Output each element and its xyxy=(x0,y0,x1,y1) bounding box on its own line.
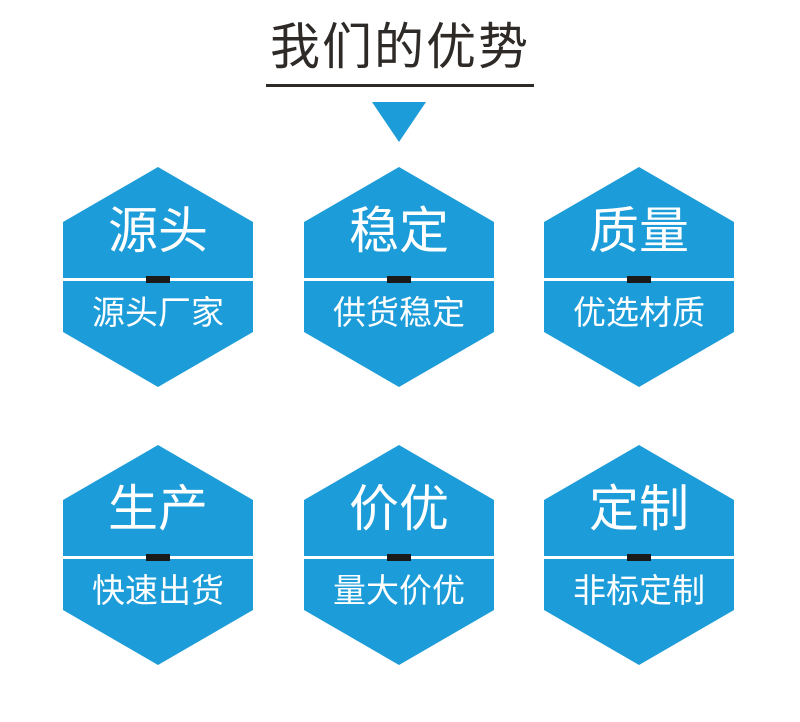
title-area: 我们的优势 xyxy=(0,14,800,87)
feature-subtitle: 供货稳定 xyxy=(333,293,465,332)
feature-title: 源头 xyxy=(108,202,208,260)
feature-subtitle: 量大价优 xyxy=(333,571,465,610)
hexagon-shape xyxy=(304,167,494,387)
feature-title: 质量 xyxy=(589,202,689,260)
hexagon-shape xyxy=(63,167,253,387)
feature-subtitle: 源头厂家 xyxy=(92,293,224,332)
feature-hex-price: 价优 量大价优 xyxy=(304,445,494,665)
feature-title: 生产 xyxy=(108,480,208,538)
page-title: 我们的优势 xyxy=(266,14,534,87)
feature-title: 定制 xyxy=(589,480,689,538)
down-arrow-icon xyxy=(372,102,426,142)
hexagon-shape xyxy=(544,445,734,665)
hexagon-shape xyxy=(304,445,494,665)
feature-subtitle: 快速出货 xyxy=(92,571,224,610)
feature-hex-source: 源头 源头厂家 xyxy=(63,167,253,387)
feature-hex-custom: 定制 非标定制 xyxy=(544,445,734,665)
feature-hex-quality: 质量 优选材质 xyxy=(544,167,734,387)
feature-hex-production: 生产 快速出货 xyxy=(63,445,253,665)
feature-subtitle: 非标定制 xyxy=(573,571,705,610)
feature-title: 稳定 xyxy=(349,202,449,260)
feature-subtitle: 优选材质 xyxy=(573,293,705,332)
feature-hex-stable: 稳定 供货稳定 xyxy=(304,167,494,387)
hexagon-shape xyxy=(544,167,734,387)
hexagon-shape xyxy=(63,445,253,665)
feature-title: 价优 xyxy=(349,480,449,538)
